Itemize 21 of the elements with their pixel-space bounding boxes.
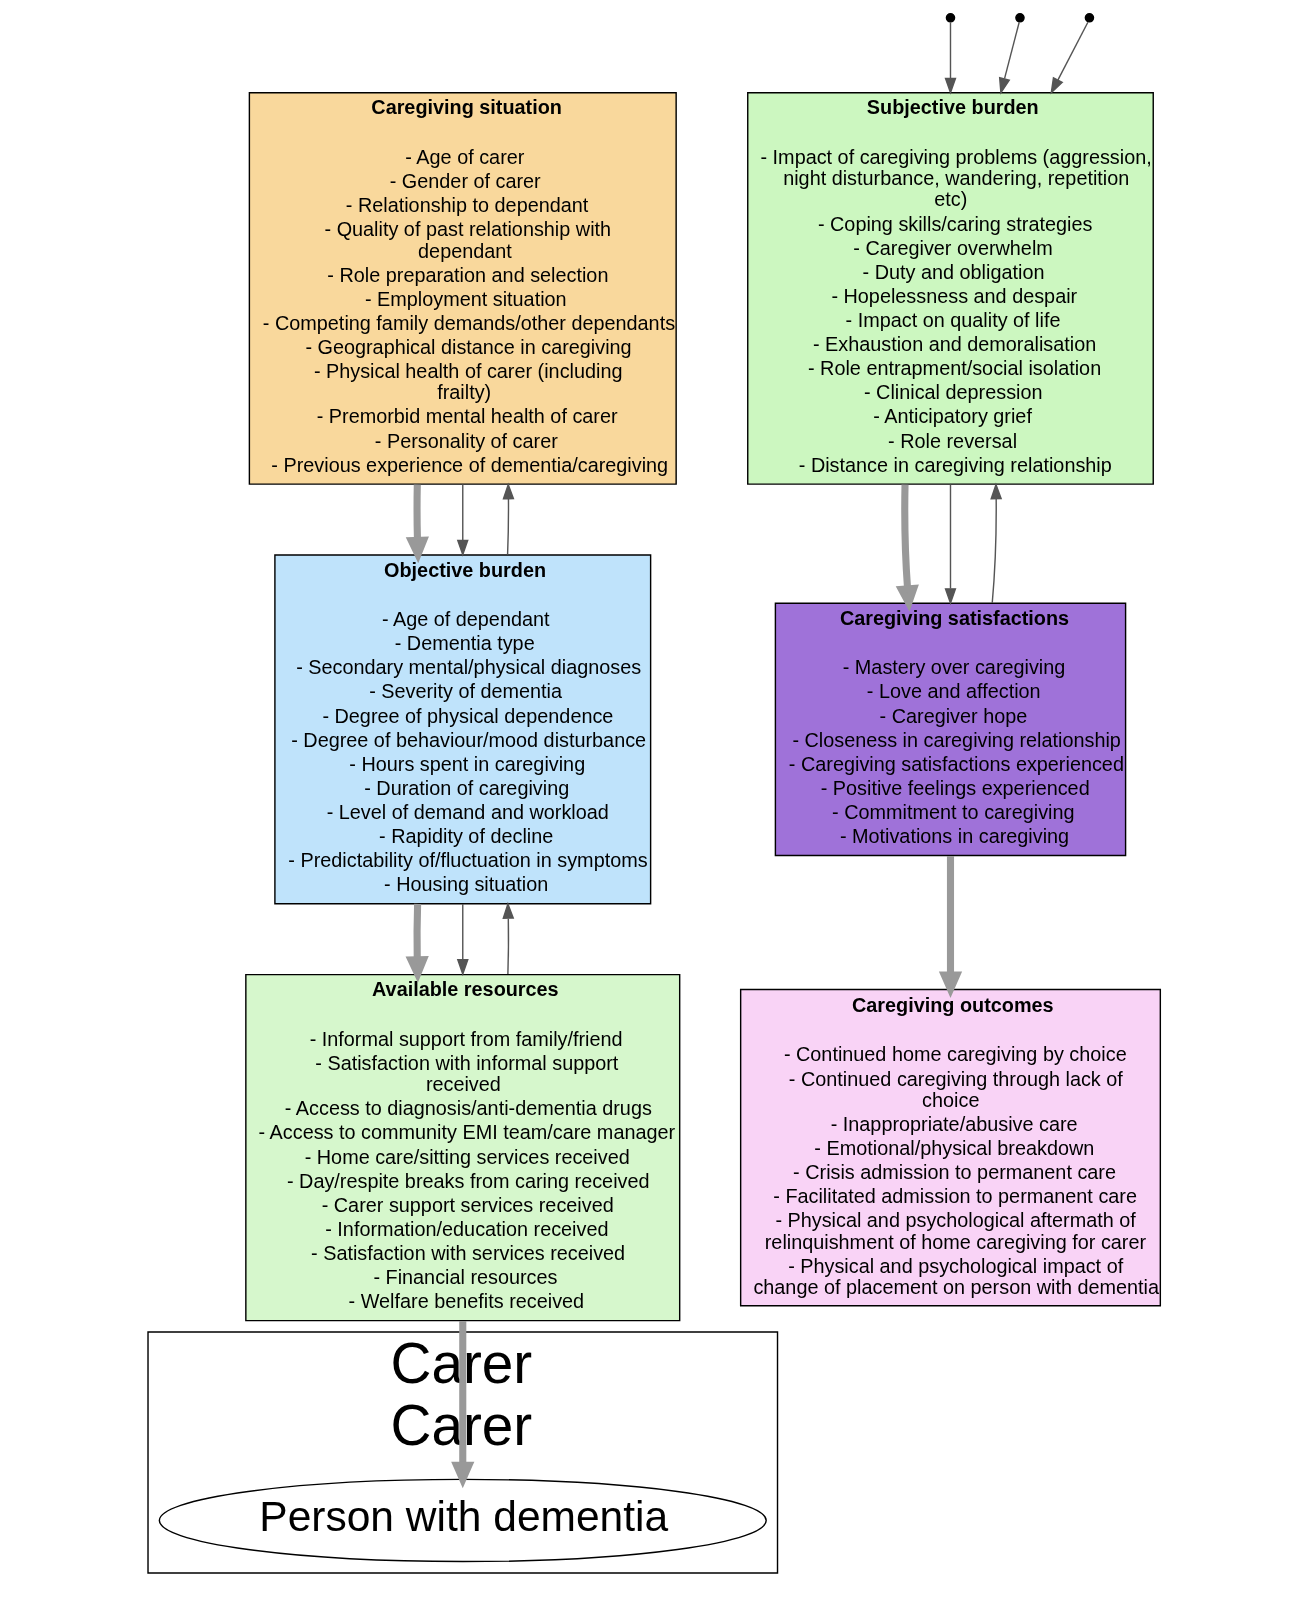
node-box: Objective burden - Age of dependant - Dementia type - Secondary mental/physical diagnoses - Severity of dementia - Degree of physical dependence - Degree of behaviour/mood disturbance - Hours spent in caregiving - Duration of caregiving - Level of demand and workload - Rapidity of decline - Predictability of/fluctuation in symptoms - Housing situation	[273, 554, 651, 905]
node-box: Available resources - Informal support from family/friend - Satisfaction with informal support received - Access to diagnosis/anti-dementia drugs - Access to community EMI team/care manager - Home care/sitting services received - Day/respite breaks from caring received - Carer support services received - Information/education received - Satisfaction with services received - Financial resources - Welfare benefits received	[244, 973, 680, 1322]
arrow	[405, 903, 429, 983]
arrow	[456, 903, 469, 977]
arrow	[1049, 21, 1089, 95]
arrow	[998, 21, 1020, 95]
arrow	[989, 482, 1002, 604]
arrow	[502, 482, 514, 556]
arrow	[944, 21, 956, 95]
arrow	[456, 483, 469, 557]
node-box: Caregiving outcomes - Continued home caregiving by choice - Continued caregiving through lack of choice - Inappropriate/abusive care - Emotional/physical breakdown - Crisis admission to permanent care - Facilitated admission to permanent care - Physical and psychological aftermath of relinquishment of home caregiving for carer - Physical and psychological impact of change of placement on person with dementia	[739, 988, 1161, 1307]
arrow	[944, 483, 956, 606]
arrow	[895, 484, 919, 612]
node-box: Subjective burden - Impact of caregiving problems (aggression, night disturbance, wandering, repetition etc) - Coping skills/caring strategies - Caregiver overwhelm - Duty and obligation - Hopelessness and despair - Impact on quality of life - Exhaustion and demoralisation - Role entrapment/social isolation - Clinical depression - Anticipatory grief - Role reversal - Distance in caregiving relationship	[746, 92, 1154, 485]
node-box: Caregiving situation - Age of carer - Gender of carer - Relationship to dependant - Quality of past relationship with dependant - Role preparation and selection - Employment situation - Competing family demands/other dependants - Geographical distance in caregiving - Physical health of carer (including frailty) - Premorbid mental health of carer - Personality of carer - Previous experience of dementia/caregiving	[248, 92, 677, 485]
node-ellipse: Person with dementia	[158, 1478, 767, 1563]
arrow	[501, 901, 514, 975]
arrow	[405, 484, 429, 564]
arrow	[450, 1321, 474, 1489]
arrow	[938, 856, 962, 999]
node-box: Caregiving satisfactions - Mastery over caregiving - Love and affection - Caregiver hope - Closeness in caregiving relationship - Caregiving satisfactions experienced - Positive feelings experienced - Commitment to caregiving - Motivations in caregiving	[774, 602, 1126, 857]
